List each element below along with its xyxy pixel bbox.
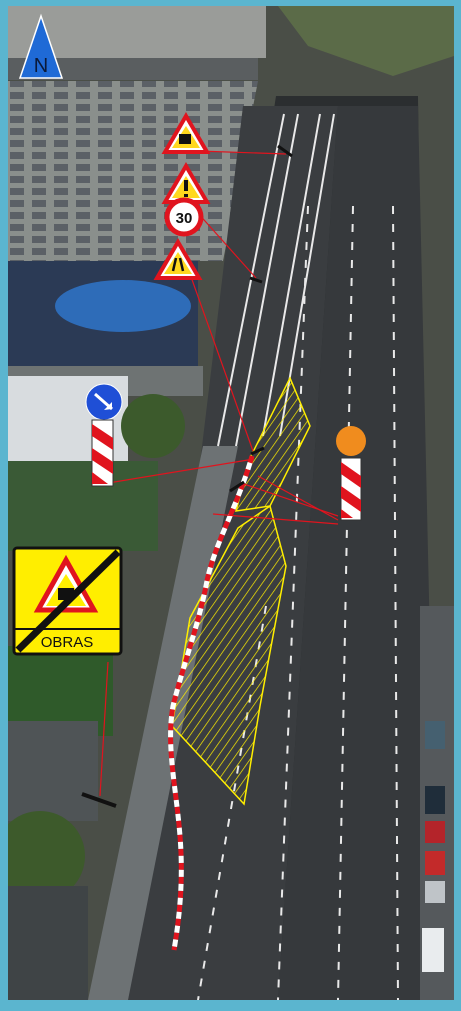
- tree: [121, 394, 185, 458]
- blue-direction-marker-icon[interactable]: [85, 383, 123, 421]
- barrier-post-icon[interactable]: [340, 457, 362, 521]
- aerial-map[interactable]: N 30: [8, 6, 454, 1000]
- pole-marker: [229, 480, 245, 493]
- end-of-roadworks-sign-icon[interactable]: [12, 546, 123, 656]
- sign-leader-lines: [99, 150, 339, 797]
- pole-marker: [277, 144, 293, 158]
- parking-lot: [8, 81, 258, 261]
- north-arrow-icon: [18, 13, 64, 79]
- pole-marker: [250, 446, 265, 456]
- narrowing-road-sign-icon[interactable]: [153, 238, 203, 280]
- north-label: N: [34, 55, 48, 77]
- speed-limit-sign-icon[interactable]: [164, 197, 204, 237]
- orange-marker-icon[interactable]: [336, 426, 366, 456]
- building-dark: [8, 721, 98, 821]
- pole-marker: [81, 792, 117, 808]
- billboard-car: [55, 280, 191, 332]
- building-roof-edge: [8, 58, 258, 80]
- pole-marker: [249, 276, 263, 284]
- obras-label: OBRAS: [41, 634, 94, 651]
- work-zone-upper: [234, 376, 311, 512]
- right-road: [278, 106, 438, 1000]
- barrier-post-icon[interactable]: [91, 419, 114, 487]
- roadwork-warning-sign-icon[interactable]: [161, 112, 211, 154]
- speed-limit-value: 30: [176, 210, 193, 227]
- work-zone-lower: [171, 504, 287, 806]
